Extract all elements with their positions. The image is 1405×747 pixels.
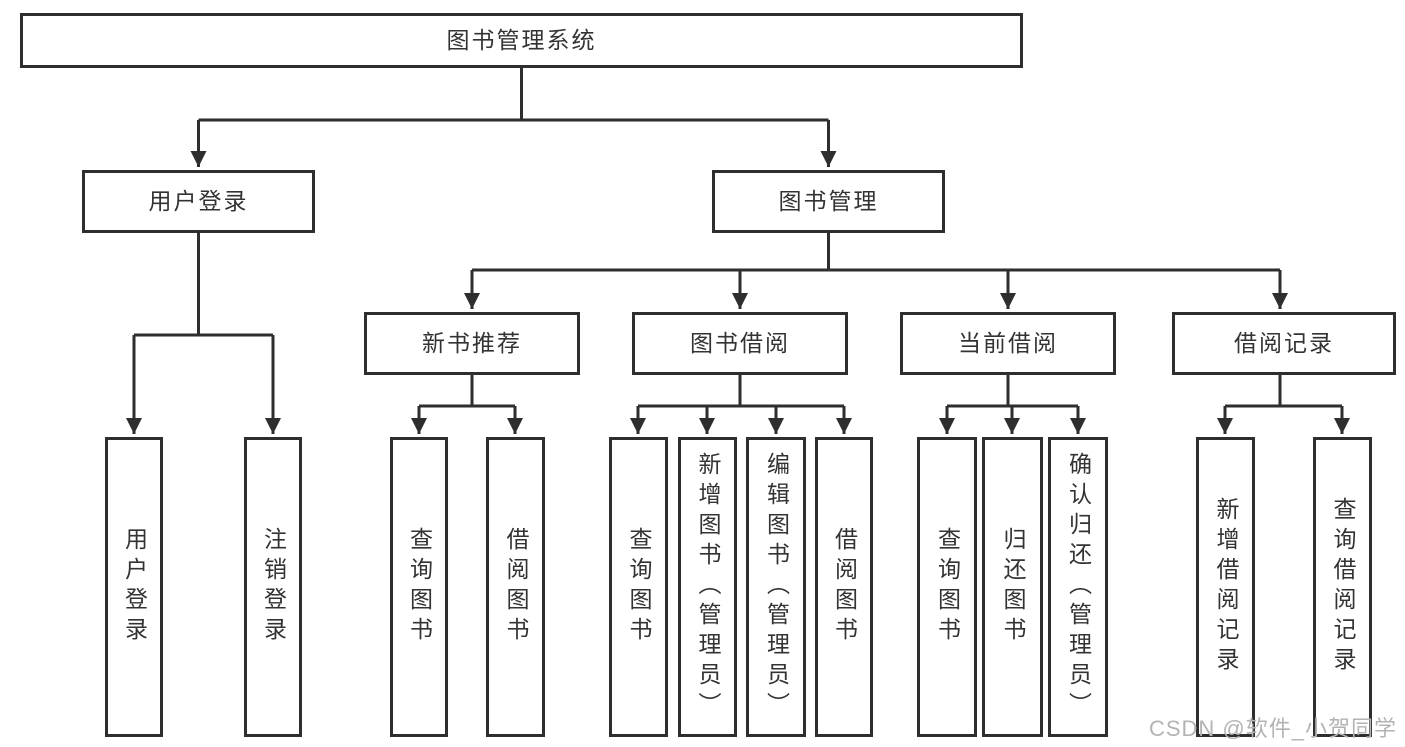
connector-login-to-leaves	[126, 233, 281, 434]
leaf-user-login: 用户登录	[105, 437, 163, 737]
node-book-management: 图书管理	[712, 170, 945, 233]
leaf-logout: 注销登录	[244, 437, 302, 737]
leaf-borrow-book: 借阅图书	[815, 437, 873, 737]
node-root-system: 图书管理系统	[20, 13, 1023, 68]
connector-borrow-to-leaves	[630, 375, 852, 434]
leaf-borrow-book-recommend: 借阅图书	[486, 437, 545, 737]
connector-root-to-level2	[190, 68, 837, 167]
leaf-confirm-return-admin: 确认归还（管理员）	[1048, 437, 1108, 737]
leaf-query-book-recommend: 查询图书	[390, 437, 448, 737]
leaf-query-borrow-record: 查询借阅记录	[1313, 437, 1372, 737]
leaf-edit-book-admin: 编辑图书（管理员）	[746, 437, 806, 737]
leaf-return-book: 归还图书	[982, 437, 1043, 737]
leaf-add-borrow-record: 新增借阅记录	[1196, 437, 1255, 737]
connector-records-to-leaves	[1217, 375, 1350, 434]
node-current-borrow: 当前借阅	[900, 312, 1116, 375]
node-borrow-records: 借阅记录	[1172, 312, 1396, 375]
leaf-query-book-borrow: 查询图书	[609, 437, 668, 737]
leaf-add-book-admin: 新增图书（管理员）	[678, 437, 737, 737]
leaf-query-book-current: 查询图书	[917, 437, 977, 737]
watermark: CSDN @软件_小贺同学	[1148, 716, 1397, 741]
connector-newbooks-to-leaves	[411, 375, 523, 434]
connector-current-to-leaves	[939, 375, 1086, 434]
node-new-book-recommend: 新书推荐	[364, 312, 580, 375]
connector-bookmgmt-to-level3	[464, 233, 1288, 309]
node-book-borrow: 图书借阅	[632, 312, 848, 375]
node-user-login: 用户登录	[82, 170, 315, 233]
